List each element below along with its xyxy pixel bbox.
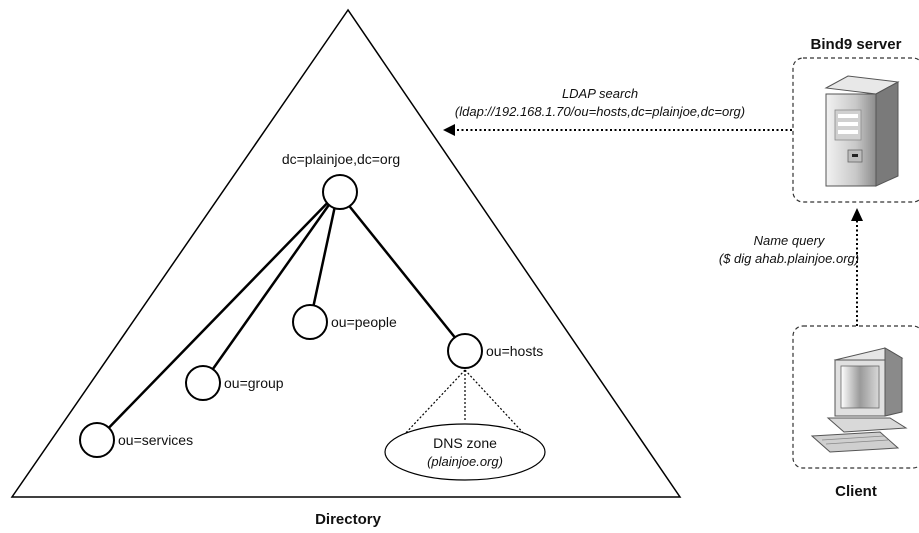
computer-icon	[810, 347, 908, 453]
root-label: dc=plainjoe,dc=org	[282, 151, 400, 167]
edge-root-group	[201, 191, 340, 384]
root-node	[322, 174, 358, 210]
group-node	[185, 365, 221, 401]
server-icon	[824, 75, 900, 187]
dns-zone-domain: (plainjoe.org)	[427, 454, 503, 469]
ldap-search-title: LDAP search	[562, 86, 638, 101]
people-node	[292, 304, 328, 340]
dns-zone-link-right	[464, 369, 528, 438]
hosts-node	[447, 333, 483, 369]
client-label: Client	[835, 483, 877, 500]
directory-triangle	[10, 8, 682, 498]
hosts-label: ou=hosts	[486, 343, 543, 359]
dns-zone-ellipse	[384, 423, 546, 481]
ldap-search-arrowhead	[443, 124, 455, 136]
services-node	[79, 422, 115, 458]
ldap-search-url: (ldap://192.168.1.70/ou=hosts,dc=plainjo…	[455, 104, 745, 119]
name-query-arrowhead	[851, 208, 863, 221]
dns-zone-link-left	[401, 369, 466, 438]
name-query-title: Name query	[754, 233, 826, 248]
edge-root-people	[308, 191, 340, 323]
edge-root-hosts	[337, 191, 466, 351]
name-query-command: ($ dig ahab.plainjoe.org)	[719, 251, 859, 266]
dns-zone-title: DNS zone	[433, 435, 497, 451]
edge-root-services	[96, 191, 339, 441]
group-label: ou=group	[224, 375, 284, 391]
people-label: ou=people	[331, 314, 397, 330]
directory-title: Directory	[315, 511, 382, 528]
server-label: Bind9 server	[811, 36, 902, 53]
services-label: ou=services	[118, 432, 193, 448]
